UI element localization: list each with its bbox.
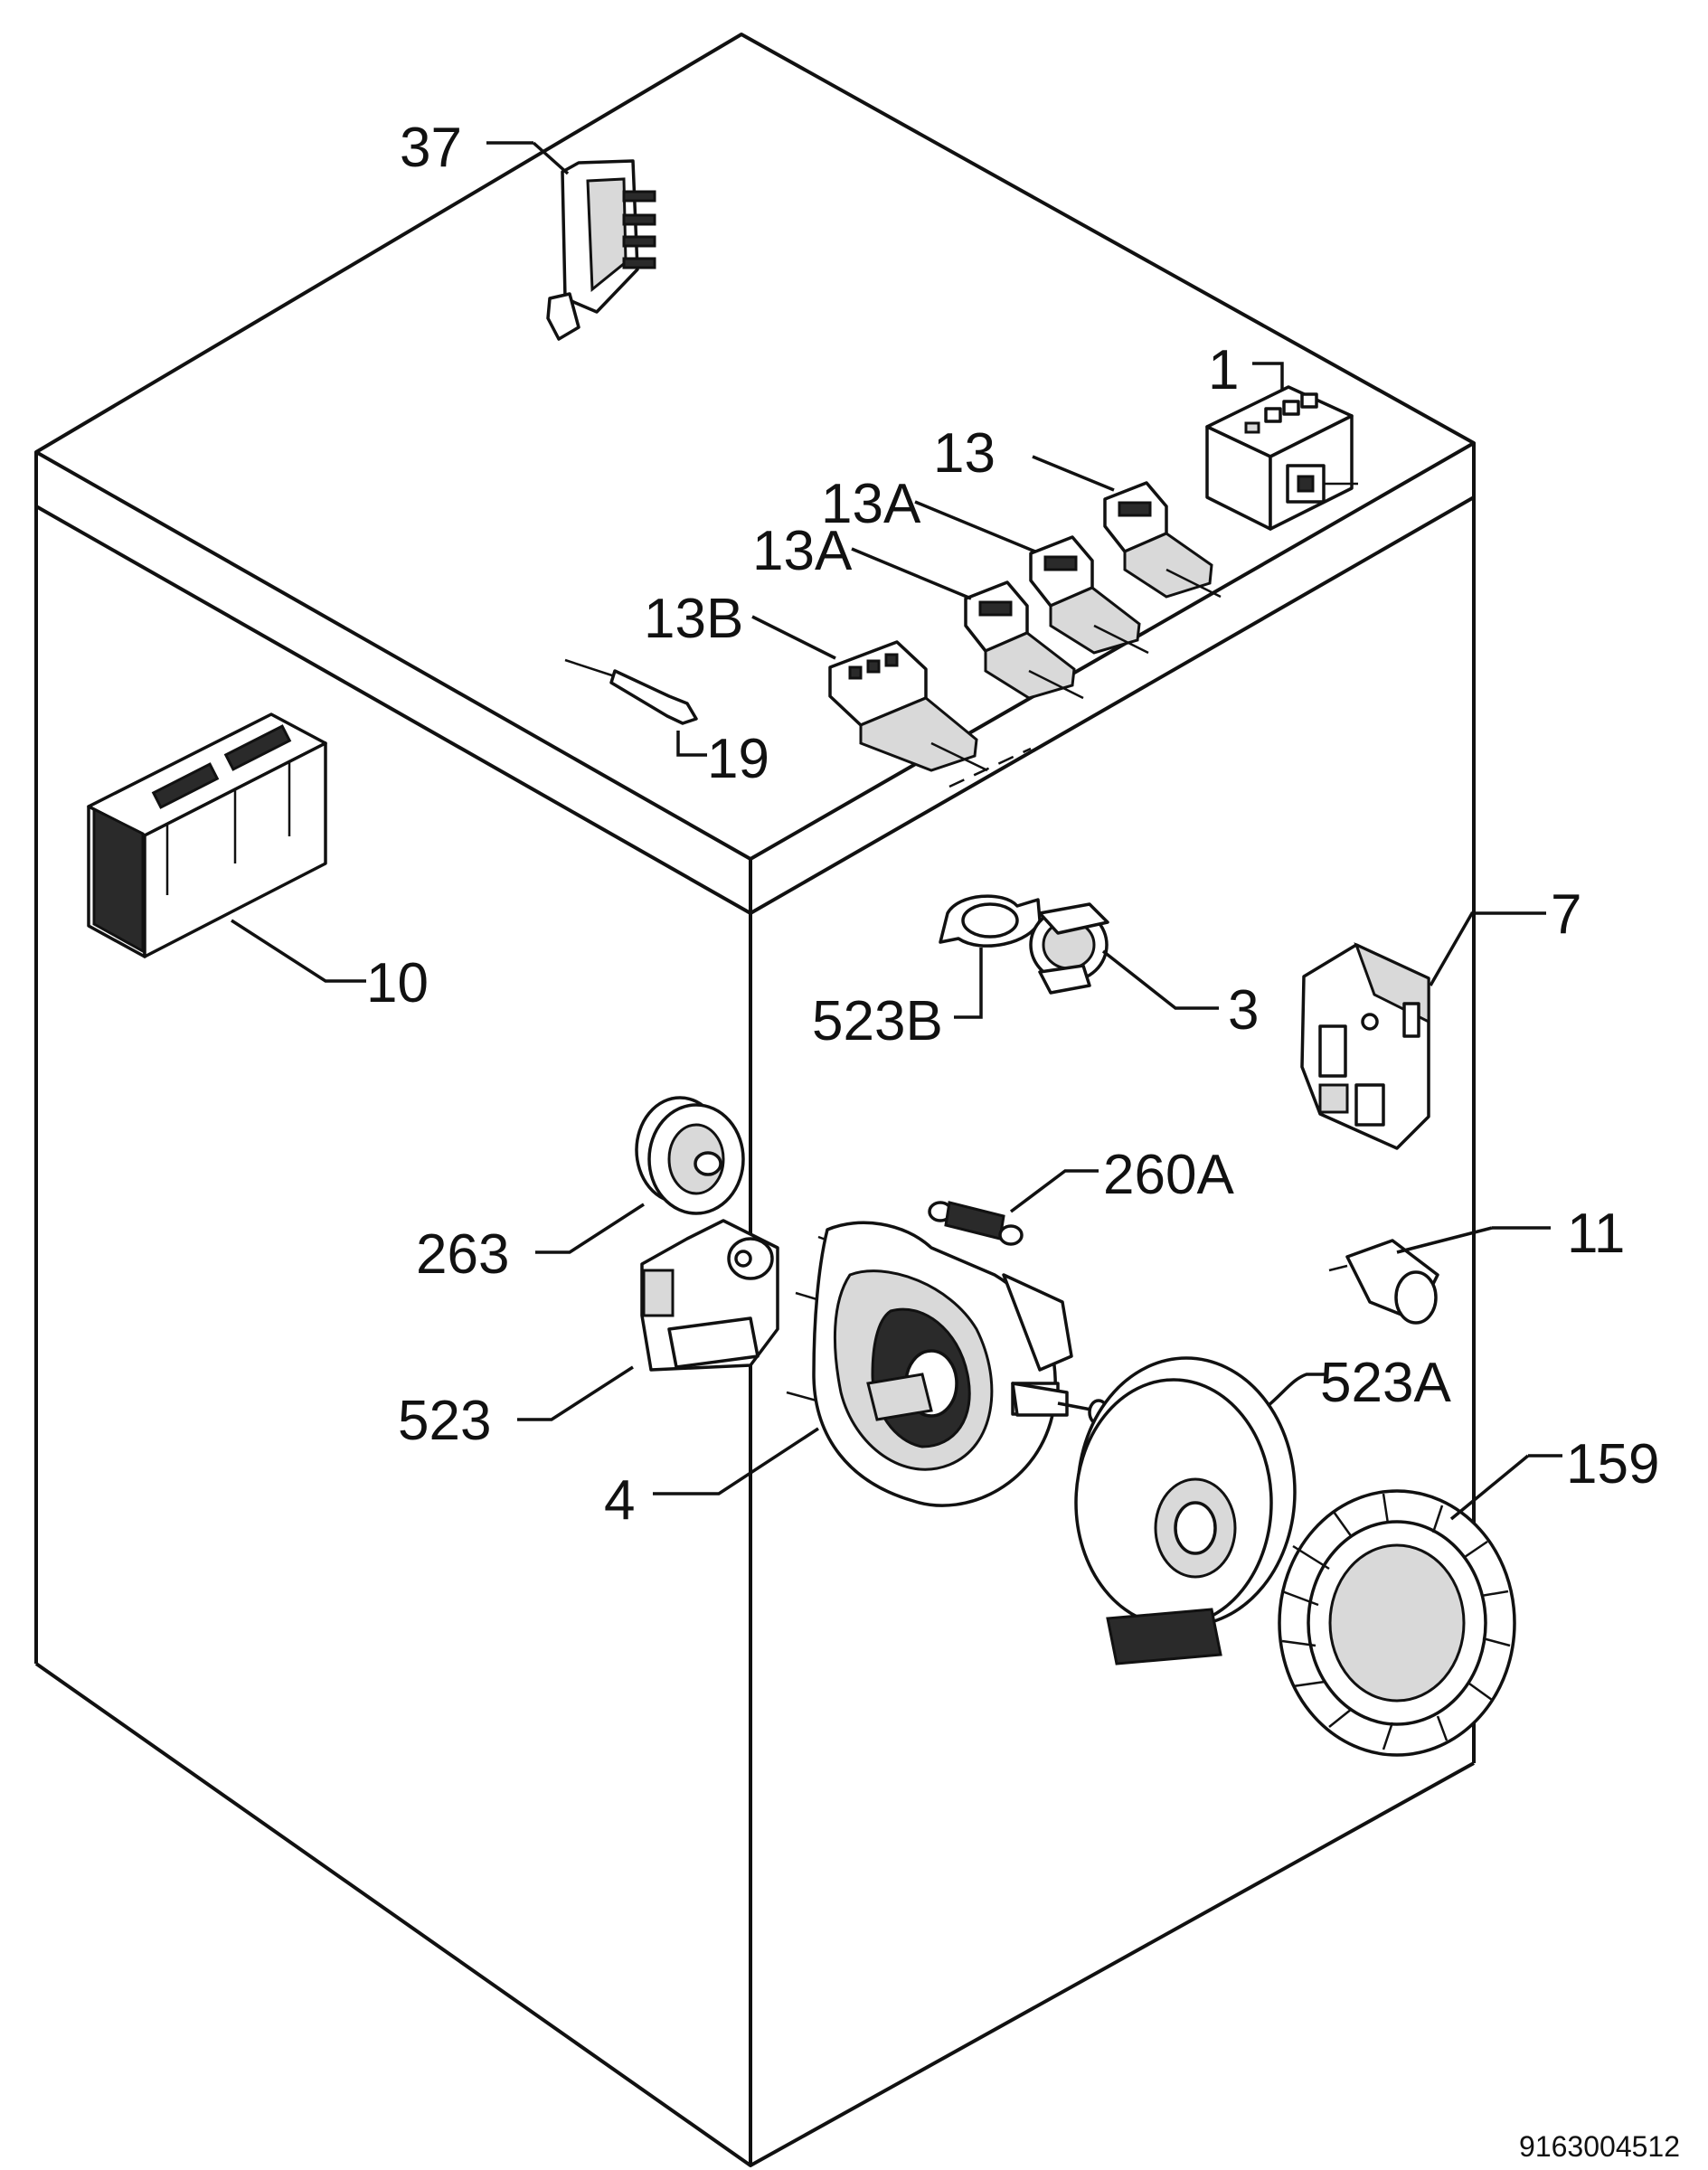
label-13: 13 [933, 422, 996, 485]
part-19-sensor [564, 658, 707, 757]
part-10-box [87, 712, 366, 983]
part-523b-clamp [939, 894, 1042, 1019]
part-13-switch [1032, 455, 1222, 599]
label-13b: 13B [644, 588, 743, 650]
part-260a-spring [928, 1169, 1099, 1246]
part-7-door-lock [1300, 911, 1546, 1150]
part-13a-switch-lower [851, 547, 1084, 700]
label-263: 263 [416, 1223, 509, 1286]
label-523: 523 [398, 1390, 491, 1452]
label-1: 1 [1208, 339, 1239, 401]
label-13a-lower: 13A [752, 520, 853, 582]
part-4-motor [653, 1221, 1109, 1507]
label-10: 10 [366, 952, 429, 1014]
part-523a-fan-plate [1074, 1356, 1325, 1665]
part-13b-switch [751, 615, 1032, 788]
label-159: 159 [1566, 1433, 1659, 1495]
label-260a: 260A [1103, 1144, 1234, 1206]
label-523a: 523A [1320, 1352, 1451, 1414]
part-263-pulley [535, 1096, 745, 1254]
part-13a-switch-upper [914, 500, 1149, 655]
part-1-timer [1205, 362, 1358, 531]
drawing-code: 9163004512 [1519, 2130, 1680, 2163]
label-37: 37 [400, 117, 462, 179]
label-3: 3 [1228, 979, 1259, 1042]
label-19: 19 [707, 728, 769, 790]
part-523-bracket [517, 1219, 779, 1421]
label-11: 11 [1567, 1203, 1625, 1265]
label-523b: 523B [812, 990, 943, 1052]
label-7: 7 [1551, 883, 1581, 946]
label-13a-upper: 13A [821, 473, 921, 535]
part-11-capacitor [1328, 1226, 1551, 1325]
label-4: 4 [604, 1469, 635, 1532]
part-37-bracket [486, 141, 656, 341]
part-159-fan-wheel [1278, 1454, 1562, 1757]
part-3-thermostat [1029, 902, 1219, 1010]
cabinet-outline [34, 33, 1476, 2167]
